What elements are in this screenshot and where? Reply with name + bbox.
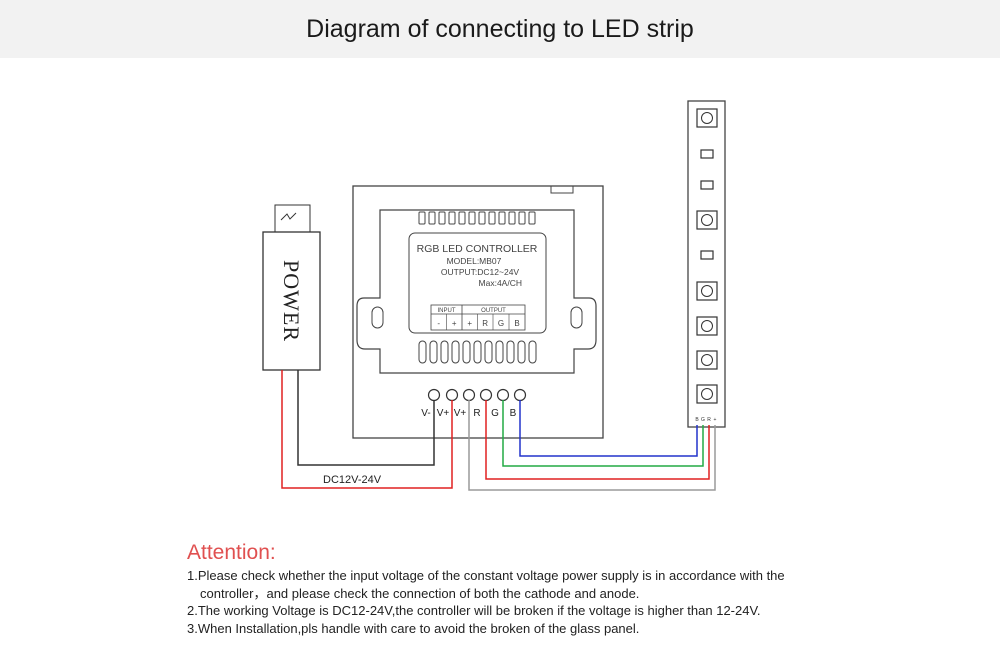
strip-leds <box>696 108 718 404</box>
page-title: Diagram of connecting to LED strip <box>306 14 694 43</box>
vent-slot <box>528 340 537 364</box>
terminal-label: V+ <box>454 408 467 419</box>
led-lens <box>701 320 713 332</box>
screw-terminal <box>445 388 459 402</box>
power-supply: POWER <box>262 204 321 371</box>
voltage-label: DC12V-24V <box>323 474 382 486</box>
legend-pin: + <box>452 319 457 328</box>
terminal-label: G <box>491 408 499 419</box>
led-chip <box>696 281 718 301</box>
vent-slot <box>518 211 526 225</box>
terminal-label: V+ <box>437 408 450 419</box>
mount-slot-right <box>570 306 583 329</box>
terminal-label: V- <box>421 408 430 419</box>
pin-legend <box>430 304 526 331</box>
wire-positive <box>281 370 453 489</box>
legend-pin: R <box>482 319 488 328</box>
controller-max: Max:4A/CH <box>479 278 522 288</box>
led-chip <box>696 384 718 404</box>
screw-terminal <box>462 388 476 402</box>
led-lens <box>701 112 713 124</box>
vent-slot <box>468 211 476 225</box>
wire-blue <box>519 400 698 457</box>
led-chip <box>696 316 718 336</box>
controller-name: RGB LED CONTROLLER <box>417 243 538 255</box>
vent-slot <box>451 340 460 364</box>
vent-slot <box>478 211 486 225</box>
vent-slot <box>458 211 466 225</box>
screw-terminal <box>427 388 441 402</box>
wire-green <box>502 400 704 467</box>
led-lens <box>701 214 713 226</box>
led-chip <box>696 350 718 370</box>
vent-slot <box>484 340 493 364</box>
legend-pin: + <box>467 319 472 328</box>
controller-model: MODEL:MB07 <box>447 256 502 266</box>
vent-slot <box>495 340 504 364</box>
vent-slot <box>440 340 449 364</box>
wiring-diagram: POWER RGB LED CONTROLLER MODEL:MB07 OUTP… <box>262 100 726 491</box>
vent-slot <box>488 211 496 225</box>
resistor <box>700 250 714 260</box>
attention-item: 3.When Installation,pls handle with care… <box>187 620 640 636</box>
vent-slot <box>448 211 456 225</box>
led-lens <box>701 354 713 366</box>
vent-slot <box>528 211 536 225</box>
power-label: POWER <box>279 260 304 342</box>
power-plug <box>274 204 311 233</box>
strip-pin: R <box>707 417 711 423</box>
vent-slot <box>498 211 506 225</box>
attention-item: controller，and please check the connecti… <box>200 585 640 601</box>
mount-slot-left <box>371 306 384 329</box>
wire-negative <box>297 370 435 466</box>
vent-slot <box>517 340 526 364</box>
screw-terminal <box>513 388 527 402</box>
legend-pin: G <box>498 319 504 328</box>
led-lens <box>701 285 713 297</box>
title-bar: Diagram of connecting to LED strip <box>0 0 1000 58</box>
vent-slot <box>418 340 427 364</box>
strip-pin: B <box>695 417 699 423</box>
led-chip <box>696 210 718 230</box>
strip-pin: + <box>714 417 717 423</box>
resistor <box>700 149 714 159</box>
legend-pin: - <box>437 319 440 328</box>
wire-common-positive <box>468 400 716 491</box>
strip-pin: G <box>701 417 705 423</box>
vents-bottom <box>418 340 537 364</box>
attention-heading: Attention: <box>187 541 276 564</box>
attention-item: 1.Please check whether the input voltage… <box>187 568 785 583</box>
screw-terminal <box>496 388 510 402</box>
led-chip <box>696 108 718 128</box>
vents-top <box>418 211 536 225</box>
power-box <box>262 231 321 371</box>
vent-slot <box>473 340 482 364</box>
attention-item: 2.The working Voltage is DC12-24V,the co… <box>187 603 761 618</box>
vent-slot <box>462 340 471 364</box>
vent-slot <box>438 211 446 225</box>
controller: RGB LED CONTROLLER MODEL:MB07 OUTPUT:DC1… <box>352 185 604 439</box>
wires <box>281 370 716 491</box>
vent-slot <box>429 340 438 364</box>
led-strip: B G R + <box>687 100 726 428</box>
vent-slot <box>418 211 426 225</box>
terminal-label: R <box>473 408 480 419</box>
vent-slot <box>506 340 515 364</box>
wire-red <box>485 400 710 480</box>
attention-notes: Attention: 1.Please check whether the in… <box>187 541 947 637</box>
legend-input: INPUT <box>438 308 456 314</box>
lightning-icon <box>280 212 297 221</box>
label-plate <box>408 232 547 334</box>
led-lens <box>701 388 713 400</box>
resistor <box>700 180 714 190</box>
terminal-label: B <box>510 408 517 419</box>
vent-slot <box>508 211 516 225</box>
vent-slot <box>428 211 436 225</box>
controller-output: OUTPUT:DC12~24V <box>441 267 520 277</box>
legend-output: OUTPUT <box>481 308 506 314</box>
strip-body <box>687 100 726 428</box>
screw-terminal <box>479 388 493 402</box>
legend-pin: B <box>514 319 519 328</box>
panel-clip <box>550 185 574 194</box>
